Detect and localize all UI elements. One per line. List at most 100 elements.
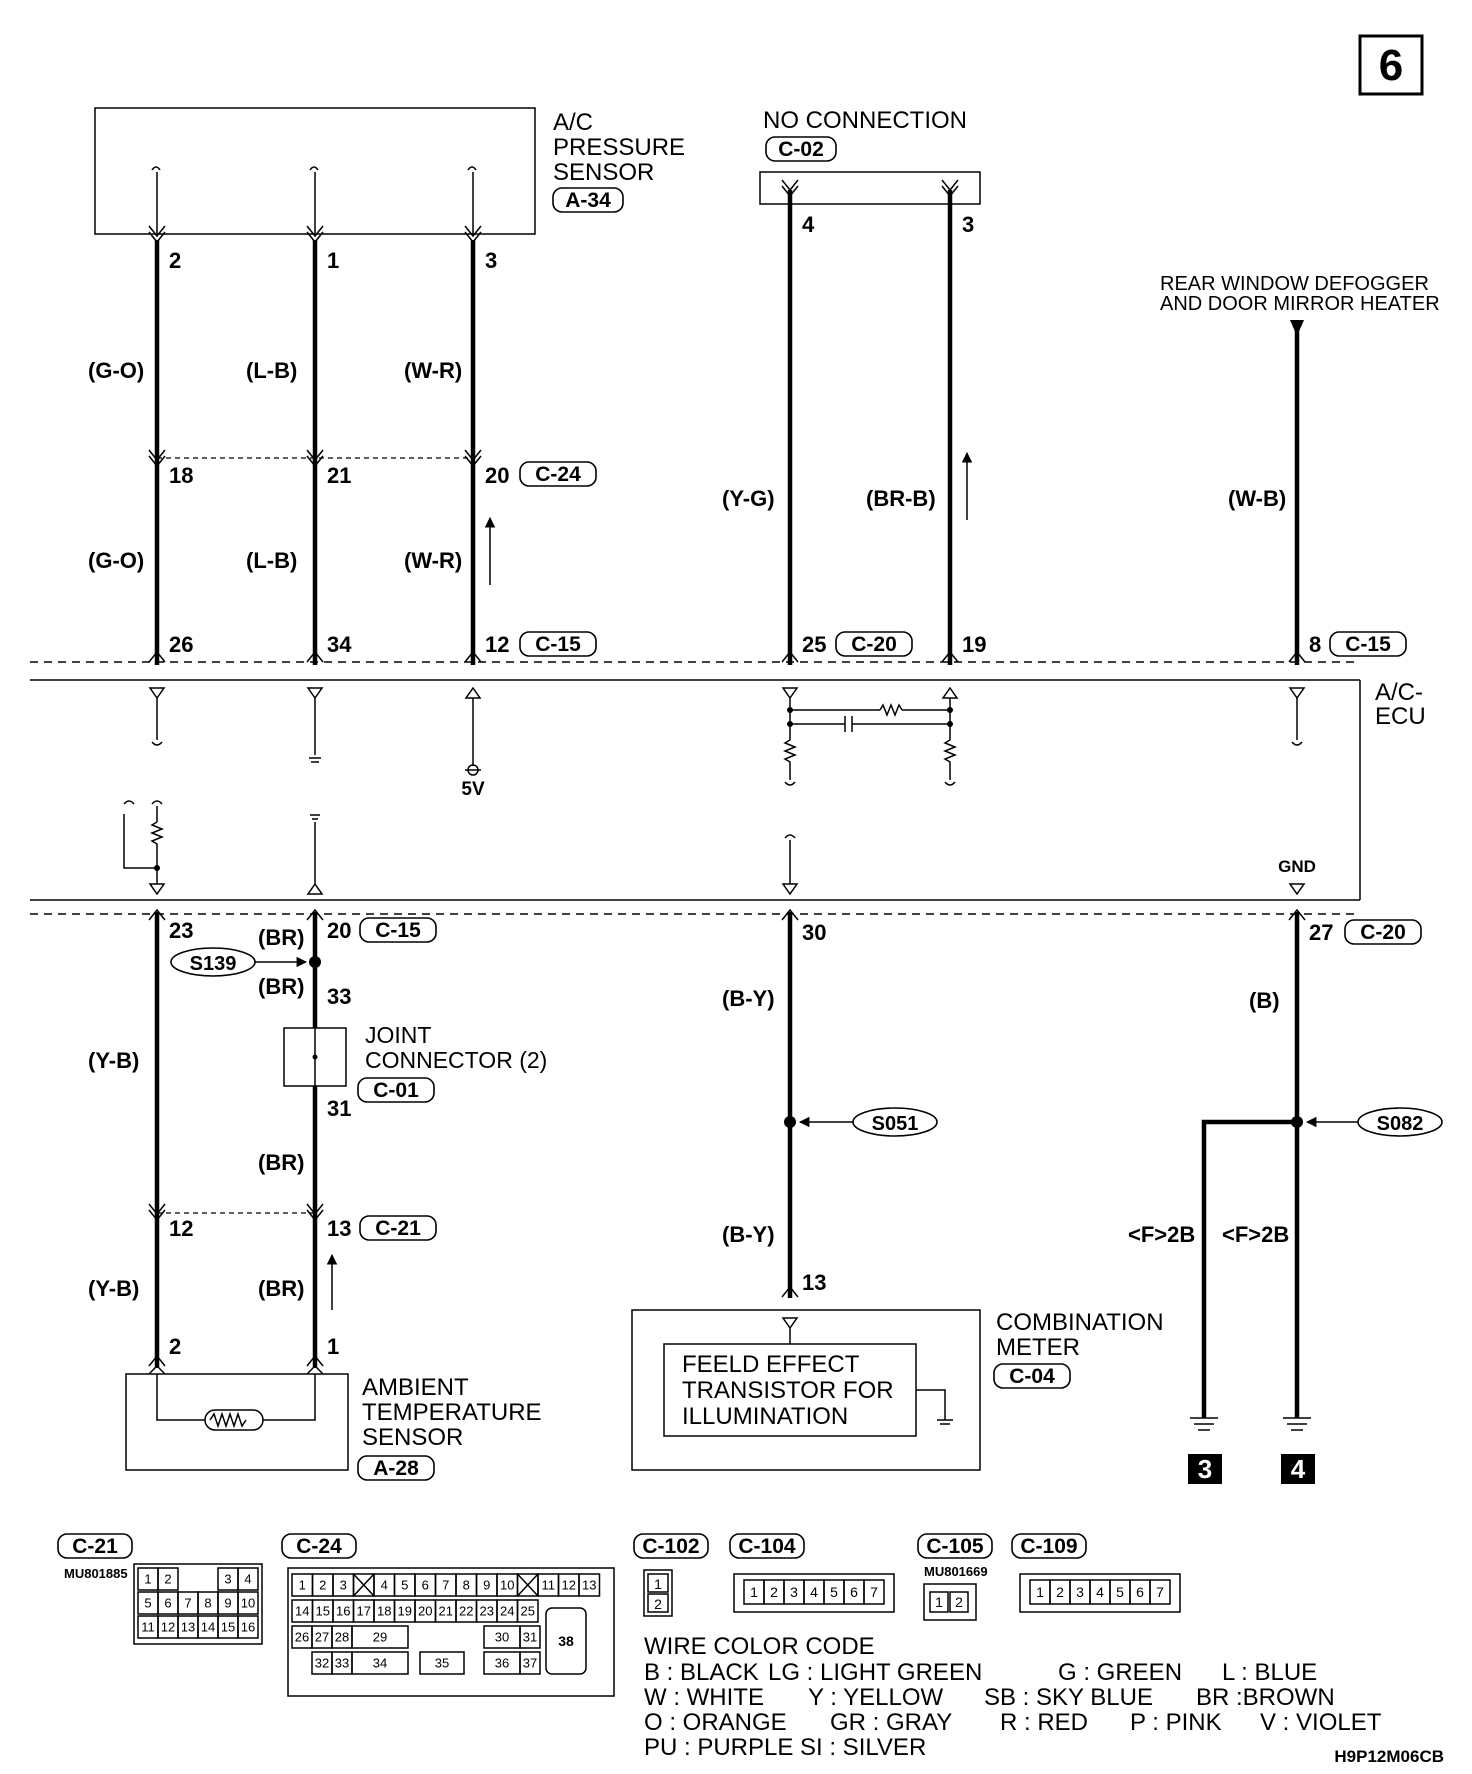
joint-connector: JOINT CONNECTOR (2) C-01	[283, 1022, 547, 1103]
pin-c24-18: 18	[169, 463, 193, 488]
connector-c01: C-01	[373, 1079, 419, 1102]
pin-c21-13: 13	[327, 1216, 351, 1241]
cv-c104-pin-6: 6	[850, 1584, 858, 1600]
wcc-entry: BR :BROWN	[1196, 1684, 1335, 1711]
cv-c21-pin-16: 16	[241, 1620, 255, 1635]
pin-c24-21: 21	[327, 463, 351, 488]
cv-c21-pin-4-cell	[237, 1567, 259, 1591]
lower-pins: 23 20 C-15 30 27 C-20 33 31 12 13 C-21 2…	[169, 917, 1422, 1359]
cv-c24-r1-5: 5	[401, 1578, 408, 1593]
pin-a28-1: 1	[327, 1334, 339, 1359]
upper-pins: 2 1 3 4 3 18 21 20 C-24 26 34 12 C-15 25…	[169, 212, 1407, 657]
ground-4: 4	[1281, 1417, 1315, 1484]
cv-c24-r3-4: 30	[495, 1630, 509, 1645]
cv-c102-pin-1: 1	[654, 1576, 662, 1592]
cv-c109-pin-3: 3	[1076, 1584, 1084, 1600]
cv-c24-r3-1: 27	[315, 1630, 329, 1645]
wcc-entry: W : WHITE	[644, 1684, 764, 1711]
diagram-code: H9P12M06CB	[1334, 1747, 1444, 1766]
ecu-5v: 5V	[461, 779, 485, 800]
cv-c104-pin-1: 1	[750, 1584, 758, 1600]
connector-c02: C-02	[778, 138, 824, 161]
ambient-label-2: TEMPERATURE	[362, 1399, 542, 1426]
cv-c21-pin-3: 3	[224, 1572, 231, 1587]
fet-label-2: TRANSISTOR FOR	[682, 1377, 894, 1404]
cv-c24-r1-14-cell	[578, 1573, 601, 1597]
cv-c24-r3-5-cell	[519, 1625, 541, 1649]
wcc-entry: B : BLACK	[644, 1659, 759, 1686]
rear-defogger-label: REAR WINDOW DEFOGGER AND DOOR MIRROR HEA…	[1160, 273, 1440, 336]
cv-c24-r2-2: 16	[336, 1604, 350, 1619]
pin-c15-34: 34	[327, 632, 352, 657]
cv-c21-pin-10: 10	[241, 1596, 255, 1611]
connector-view-c105: C-105 MU801669 1 2	[917, 1533, 993, 1621]
cv-c24-r1-0: 1	[299, 1578, 306, 1593]
cv-c24-r4-5: 37	[523, 1656, 537, 1671]
cv-c104-pin-4: 4	[810, 1584, 818, 1600]
cv-c24-r2-5: 19	[398, 1604, 412, 1619]
cv-c109-label: C-109	[1020, 1535, 1077, 1558]
cv-c109-pin-6: 6	[1136, 1584, 1144, 1600]
joint-label-2: CONNECTOR (2)	[365, 1047, 547, 1073]
wcc-entry: P : PINK	[1130, 1709, 1222, 1736]
cv-c24-r4-5-cell	[519, 1651, 541, 1675]
wire-go-1: (G-O)	[88, 358, 144, 383]
wcc-entry: O : ORANGE	[644, 1709, 787, 1736]
splice-s082-label: S082	[1377, 1113, 1424, 1135]
pin-c20-19: 19	[962, 632, 986, 657]
wire-lb-1: (L-B)	[246, 358, 297, 383]
page-number-box: 6	[1358, 34, 1424, 96]
cv-c104-pin-3: 3	[790, 1584, 798, 1600]
no-connection-block: NO CONNECTION C-02	[759, 107, 981, 205]
connector-c04: C-04	[1009, 1365, 1055, 1388]
ground-3: 3	[1188, 1417, 1222, 1484]
no-connection-label: NO CONNECTION	[763, 107, 967, 134]
pin-a28-2: 2	[169, 1334, 181, 1359]
upper-wires	[148, 179, 1306, 665]
cv-c21-pin-8: 8	[204, 1596, 211, 1611]
cv-c24-label: C-24	[296, 1535, 342, 1558]
cv-c109-pin-4: 4	[1096, 1584, 1104, 1600]
cv-c24-r4-0: 32	[315, 1656, 329, 1671]
pin-a34-3: 3	[485, 248, 497, 273]
upper-wire-labels: (G-O) (L-B) (W-R) (G-O) (L-B) (W-R) (Y-G…	[88, 358, 1286, 573]
cv-c24-r3-3-cell	[351, 1625, 409, 1649]
cv-c24-r1-14: 13	[582, 1578, 596, 1593]
cv-c105-pin-2: 2	[955, 1594, 963, 1610]
wire-by-2: (B-Y)	[722, 1222, 775, 1247]
cv-c21-pin-7: 7	[184, 1596, 191, 1611]
connector-view-c102: C-102 1 2	[633, 1533, 709, 1617]
lower-wires	[148, 908, 1306, 1418]
splice-s139-label: S139	[190, 953, 237, 975]
cv-c24-r2-10: 24	[500, 1604, 514, 1619]
wire-brb: (BR-B)	[866, 486, 936, 511]
ground-3-label: 3	[1198, 1454, 1212, 1484]
ecu-label-1: A/C-	[1375, 679, 1423, 706]
cv-c24-r3-5: 31	[523, 1630, 537, 1645]
cv-c24-r3-3: 29	[373, 1630, 387, 1645]
cv-c21-pin-13: 13	[181, 1620, 195, 1635]
cv-c102-label: C-102	[642, 1535, 699, 1558]
cv-c24-r2-7: 21	[439, 1604, 453, 1619]
cv-c24-r4-4: 36	[495, 1656, 509, 1671]
cv-c109-pin-7-cell	[1149, 1579, 1171, 1605]
wire-by-1: (B-Y)	[722, 986, 775, 1011]
cv-c24-r4-3: 35	[435, 1656, 449, 1671]
cv-c24-r1-2: 3	[340, 1578, 347, 1593]
meter-label-1: COMBINATION	[996, 1309, 1164, 1336]
cv-c21-pin-12: 12	[161, 1620, 175, 1635]
cv-c24-r2-11-cell	[516, 1599, 539, 1623]
pin-c15-8: 8	[1309, 632, 1321, 657]
cv-c24-r1-9: 9	[483, 1578, 490, 1593]
wcc-entry: R : RED	[1000, 1709, 1088, 1736]
fet-label-1: FEELD EFFECT	[682, 1351, 860, 1378]
wire-go-2: (G-O)	[88, 548, 144, 573]
defogger-line-2: AND DOOR MIRROR HEATER	[1160, 293, 1440, 315]
connector-c15-c: C-15	[375, 919, 421, 942]
wire-wb: (W-B)	[1228, 486, 1286, 511]
cv-c24-r2-4: 18	[377, 1604, 391, 1619]
pin-joint-33: 33	[327, 984, 351, 1009]
